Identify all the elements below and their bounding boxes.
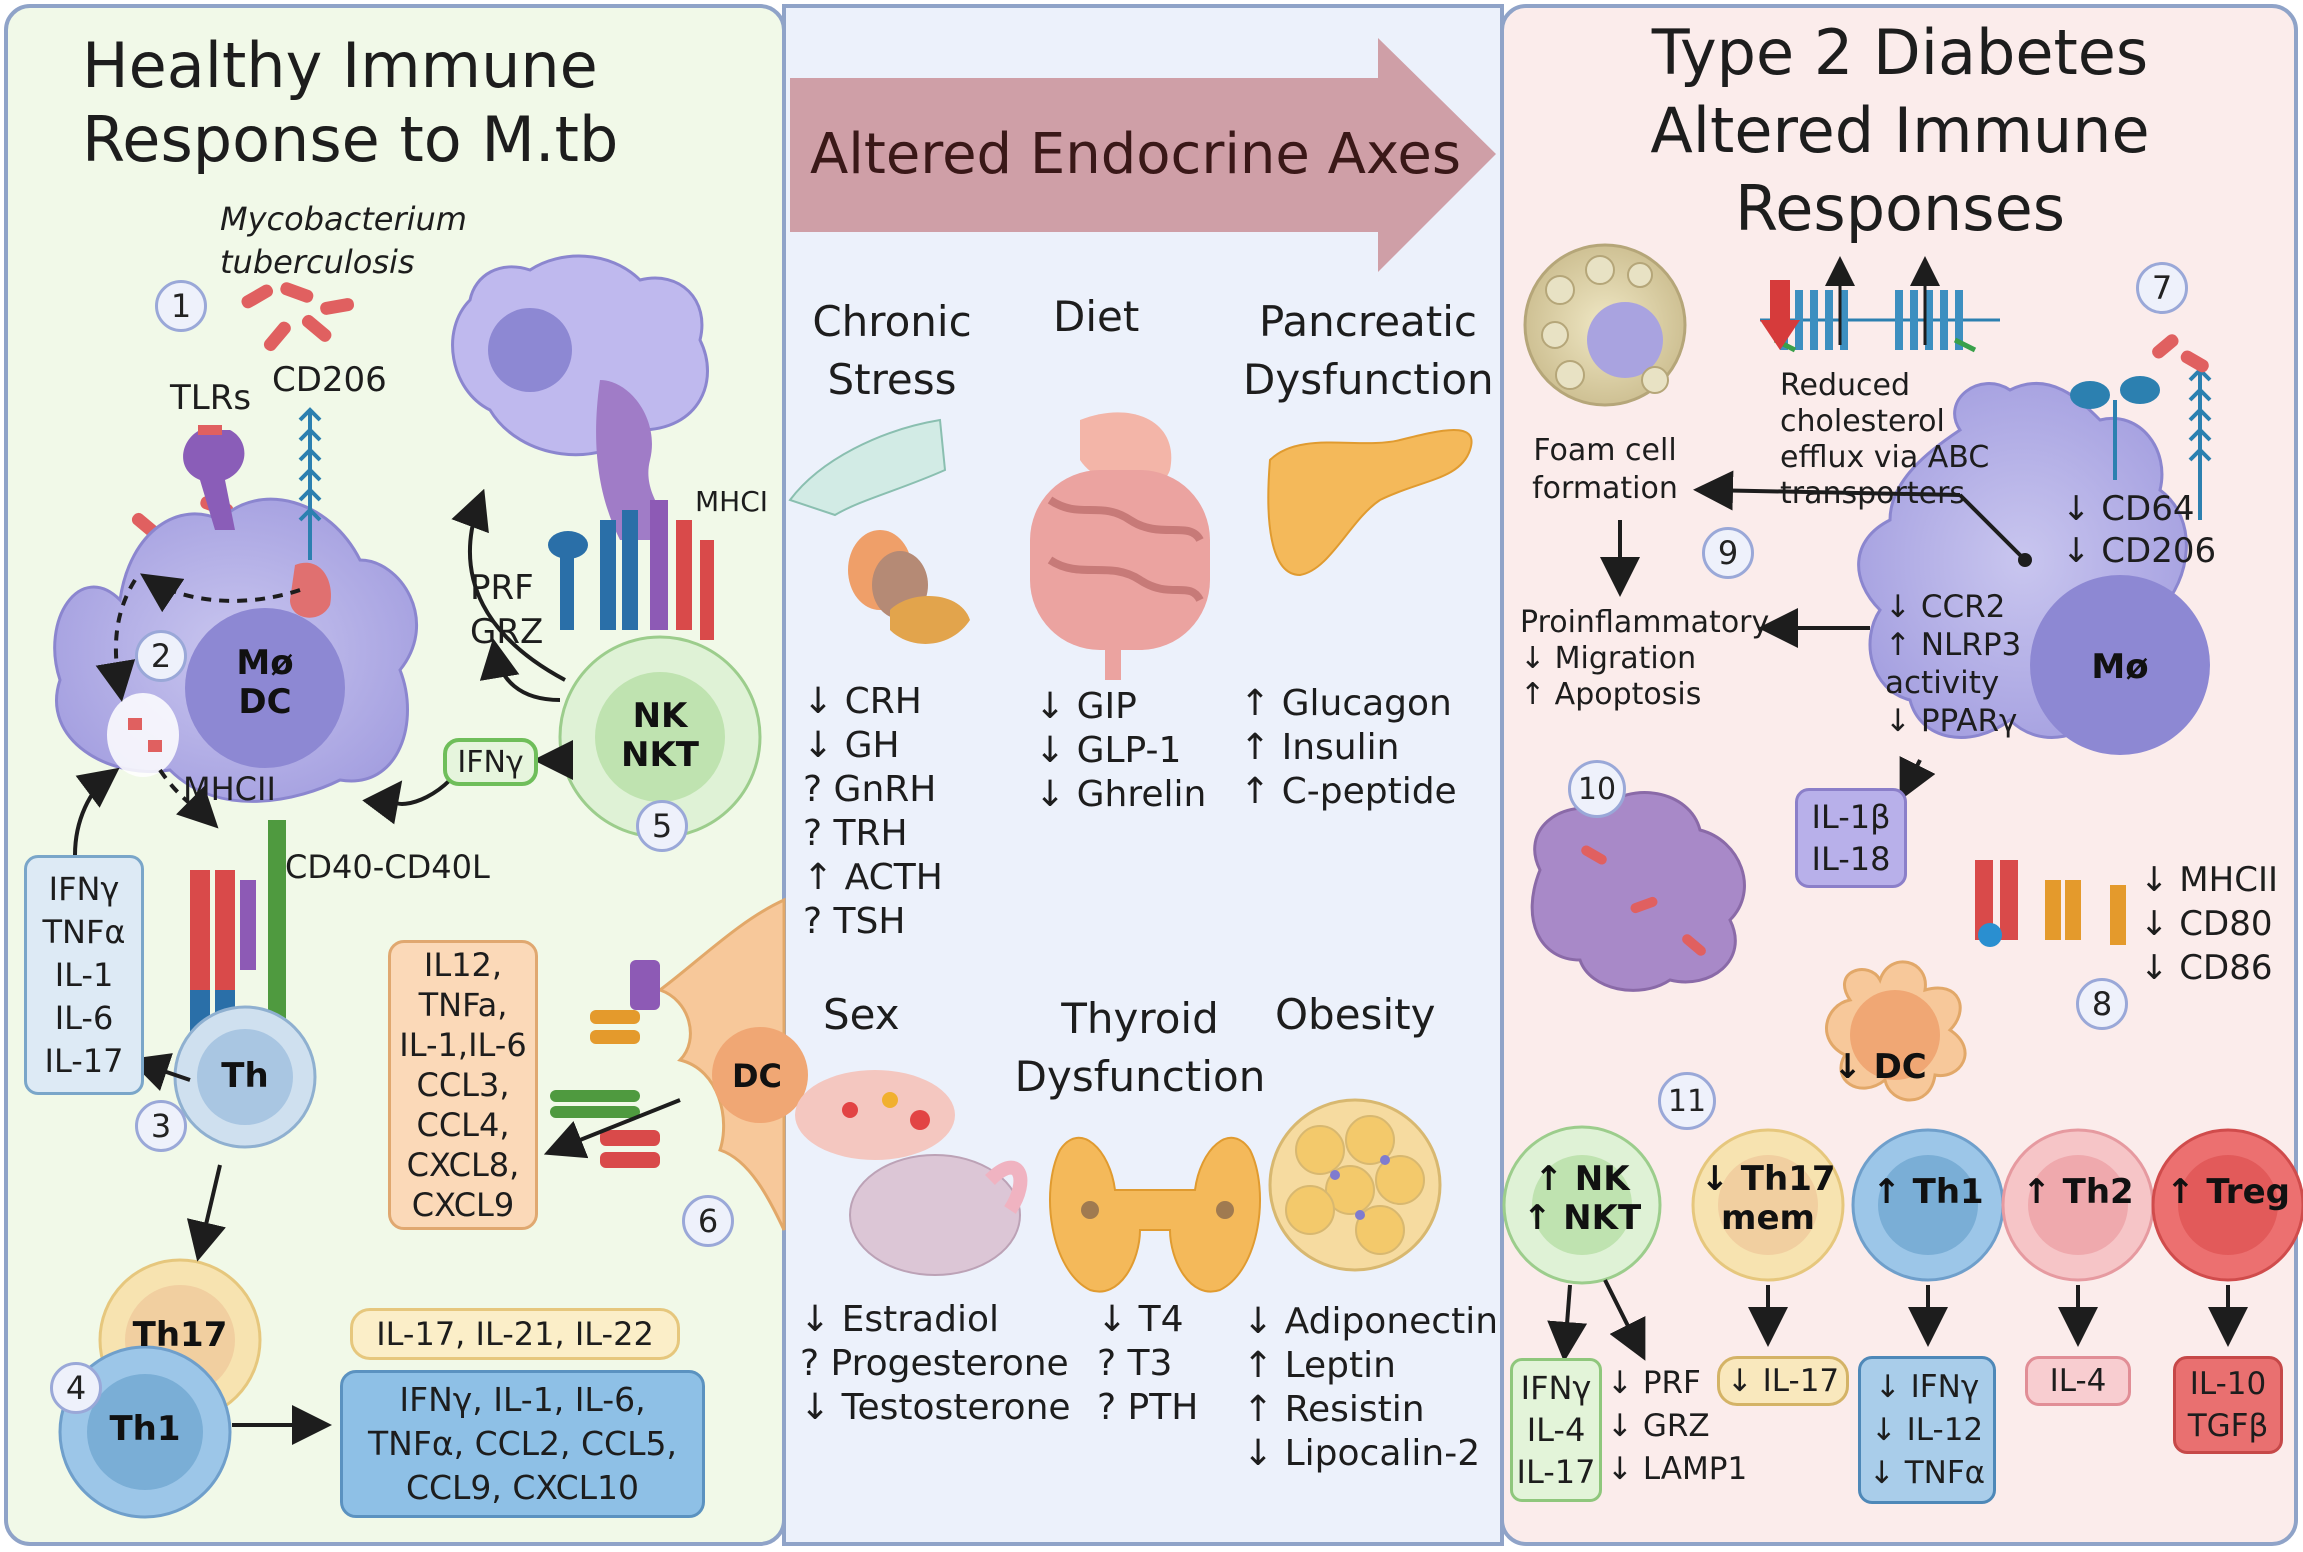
th17-cytokine-box: IL-17, IL-21, IL-22 <box>350 1308 680 1360</box>
obesity-items: ↓ Adiponectin ↑ Leptin ↑ Resistin ↓ Lipo… <box>1243 1301 1499 1474</box>
foam-cell <box>1523 243 1687 407</box>
step-9: 9 <box>1702 527 1754 579</box>
left-title-line2: Response to M.tb <box>82 103 619 176</box>
step-11: 11 <box>1658 1072 1716 1130</box>
il1b-il18-box: IL-1β IL-18 <box>1795 788 1907 888</box>
macrophage-nucleus <box>185 608 345 768</box>
right-costim-receptors <box>1975 860 2126 947</box>
step-5: 5 <box>636 800 688 852</box>
stress-icon <box>788 418 970 644</box>
nk-label: NK NKT <box>621 696 699 776</box>
pancreatic-title: Pancreatic Dysfunction <box>1243 297 1494 404</box>
th17-label: Th17 <box>132 1315 228 1355</box>
stress-title: Chronic Stress <box>812 297 972 404</box>
macrophage-changes: ↓ CCR2 ↑ NLRP3 activity ↓ PPARγ <box>1885 589 2022 739</box>
treg-output-box: IL-10 TGFβ <box>2173 1356 2283 1454</box>
thyroid-items: ↓ T4 ? T3 ? PTH <box>1097 1299 1199 1428</box>
step-6: 6 <box>682 1195 734 1247</box>
endocrine-arrow-label: Altered Endocrine Axes <box>810 122 1462 187</box>
diet-icon <box>1030 412 1210 680</box>
step-1: 1 <box>155 280 207 332</box>
right-dc-label: ↓ DC <box>1833 1047 1927 1087</box>
pathogen-line2: tuberculosis <box>220 243 415 281</box>
mhci-label: MHCI <box>695 485 769 518</box>
endocrine-arrow-shape <box>790 38 1496 272</box>
diet-title: Diet <box>1053 292 1140 341</box>
sex-items: ↓ Estradiol ? Progesterone ↓ Testosteron… <box>800 1299 1071 1428</box>
pancreas-icon <box>1267 429 1473 577</box>
nk-output-box: IFNγ IL-4 IL-17 <box>1510 1358 1602 1502</box>
right-macrophage-label: Mø <box>2091 647 2149 687</box>
step-3: 3 <box>135 1100 187 1152</box>
right-cd64-receptor <box>2070 376 2160 480</box>
diet-items: ↓ GIP ↓ GLP-1 ↓ Ghrelin <box>1035 686 1207 815</box>
step-8: 8 <box>2076 978 2128 1030</box>
cd206-receptor <box>298 407 322 560</box>
pathogen-line1: Mycobacterium <box>220 200 467 238</box>
cd206-bacillus <box>290 562 331 618</box>
costim-list: ↓ MHCII ↓ CD80 ↓ CD86 <box>2140 860 2278 988</box>
tlr-receptor <box>183 425 245 530</box>
prf-label: PRF <box>470 568 534 608</box>
phagosome <box>107 693 179 777</box>
th1-output-box: ↓ IFNγ ↓ IL-12 ↓ TNFα <box>1858 1356 1996 1504</box>
step-4: 4 <box>50 1362 102 1414</box>
th1-cytokine-box: IFNγ, IL-1, IL-6, TNFα, CCL2, CCL5, CCL9… <box>340 1370 705 1518</box>
left-dc-label: DC <box>731 1057 783 1095</box>
proinflammatory-list: Proinflammatory ↓ Migration ↑ Apoptosis <box>1520 605 1770 712</box>
nk-receptors <box>548 500 714 640</box>
right-th1-label: ↑ Th1 <box>1872 1172 1984 1212</box>
right-th2-label: ↑ Th2 <box>2022 1172 2134 1212</box>
right-th17-label: ↓ Th17 mem <box>1700 1159 1836 1239</box>
mhcii-label: MHCII <box>183 770 276 808</box>
cytokine-box-th: IFNγ TNFα IL-1 IL-6 IL-17 <box>24 855 144 1095</box>
th-label: Th <box>221 1056 269 1096</box>
right-treg-label: ↑ Treg <box>2166 1172 2290 1212</box>
th2-output-box: IL-4 <box>2025 1356 2131 1406</box>
dc-receptors <box>550 960 660 1168</box>
obesity-title: Obesity <box>1275 990 1436 1039</box>
grz-label: GRZ <box>470 612 544 652</box>
macrophage-label: Mø DC <box>236 643 294 723</box>
obesity-icon <box>1268 1098 1442 1272</box>
sex-title: Sex <box>823 990 900 1039</box>
ifng-badge: IFNγ <box>443 738 538 786</box>
cholesterol-label: Reduced cholesterol efflux via ABC trans… <box>1780 368 1990 511</box>
th1-label: Th1 <box>109 1409 181 1449</box>
right-nk-label: ↑ NK ↑ NKT <box>1522 1159 1642 1239</box>
step-7: 7 <box>2136 262 2188 314</box>
cytokine-box-dc: IL12, TNFa, IL-1,IL-6 CCL3, CCL4, CXCL8,… <box>388 940 538 1230</box>
right-macrophage-nucleus <box>2030 575 2210 755</box>
target-cell-shape <box>451 254 709 457</box>
th17-output-box: ↓ IL-17 <box>1717 1356 1849 1406</box>
pancreatic-items: ↑ Glucagon ↑ Insulin ↑ C-peptide <box>1240 683 1457 812</box>
step-2: 2 <box>135 630 187 682</box>
stress-items: ↓ CRH ↓ GH ? GnRH ? TRH ↑ ACTH ? TSH <box>803 681 943 942</box>
step-10: 10 <box>1568 760 1626 818</box>
nk-output-list: ↓ PRF ↓ GRZ ↓ LAMP1 <box>1607 1365 1748 1487</box>
cd206-label: CD206 <box>272 360 387 400</box>
thyroid-title: Thyroid Dysfunction <box>1014 994 1266 1101</box>
abc-transporter <box>1760 256 2000 353</box>
left-title-line1: Healthy Immune <box>82 29 598 102</box>
cd-markers: ↓ CD64 ↓ CD206 <box>2062 489 2217 571</box>
sex-icon <box>795 1070 1028 1276</box>
thyroid-icon <box>1049 1136 1261 1293</box>
tlrs-label: TLRs <box>170 378 252 418</box>
foam-cell-label: Foam cell formation <box>1532 433 1678 506</box>
right-title: Type 2 Diabetes Altered Immune Responses <box>1650 16 2150 245</box>
cd40-label: CD40-CD40L <box>285 848 490 886</box>
